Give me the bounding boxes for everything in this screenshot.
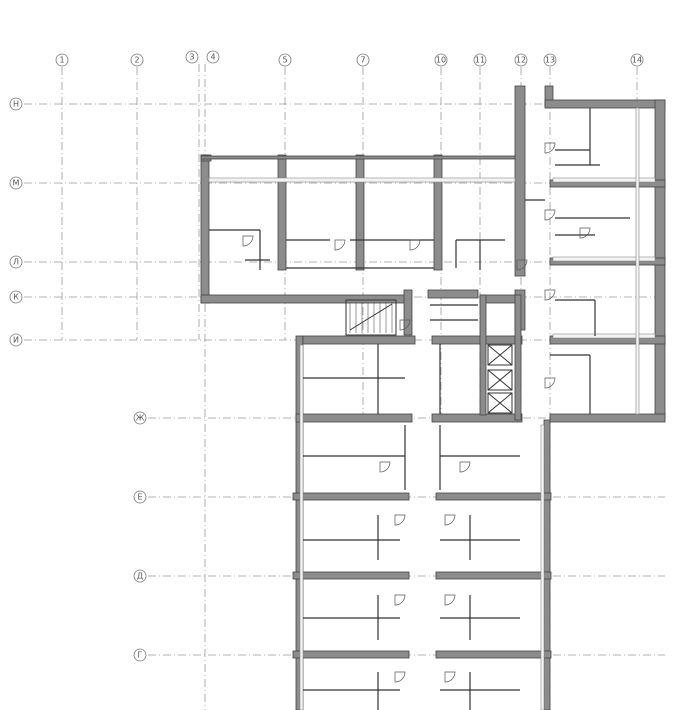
window — [299, 344, 304, 710]
grid-label: Ж — [136, 414, 145, 423]
elevator-shaft — [487, 392, 513, 414]
door-swing — [444, 671, 456, 683]
wall — [543, 419, 551, 710]
wall — [355, 154, 365, 271]
elevator-shaft — [487, 369, 513, 391]
grid-label: 5 — [282, 56, 287, 65]
partitions — [209, 108, 630, 710]
grid-bubble-14: 14 — [630, 53, 644, 67]
grid-bubble-М: М — [9, 176, 23, 190]
wall — [435, 650, 552, 659]
window — [552, 177, 656, 183]
wall — [514, 294, 522, 421]
grid-label: М — [13, 179, 20, 188]
grid-bubble-10: 10 — [434, 53, 448, 67]
grid-label: 2 — [134, 56, 139, 65]
door-swing — [394, 671, 406, 683]
wall — [431, 335, 523, 345]
door-swing — [334, 239, 346, 251]
wall — [200, 294, 412, 304]
wall — [292, 650, 410, 659]
grid-label: И — [13, 336, 19, 345]
grid-label: 11 — [475, 56, 485, 65]
wall — [431, 413, 523, 423]
door-swing — [242, 235, 254, 247]
grid-bubble-Г: Г — [133, 648, 147, 662]
grid-label: Н — [13, 100, 19, 109]
door-swing — [444, 594, 456, 606]
wall — [292, 571, 410, 580]
grid-bubble-7: 7 — [356, 53, 370, 67]
grid-bubble-К: К — [9, 290, 23, 304]
grid-label: 12 — [516, 56, 526, 65]
wall — [292, 492, 410, 501]
window — [552, 333, 656, 339]
grid-bubble-11: 11 — [473, 53, 487, 67]
door-swing — [409, 239, 421, 251]
wall — [435, 492, 552, 501]
wall — [435, 571, 552, 580]
door-swing — [394, 514, 406, 526]
window — [552, 256, 656, 262]
wall — [427, 289, 479, 299]
grid-bubble-4: 4 — [206, 50, 220, 64]
grid-label: Е — [137, 493, 142, 502]
wall — [433, 154, 443, 271]
window — [635, 107, 640, 415]
door-swing — [379, 461, 391, 473]
door-swing — [394, 594, 406, 606]
grid-bubble-Л: Л — [9, 255, 23, 269]
grid-bubble-12: 12 — [514, 53, 528, 67]
grid-bubble-Д: Д — [133, 569, 147, 583]
wall — [549, 413, 666, 423]
door-swing — [399, 319, 411, 331]
grid-label: 3 — [189, 53, 194, 62]
door-swing — [516, 259, 528, 271]
door-swing — [544, 142, 556, 154]
wall — [479, 294, 487, 416]
wall — [302, 335, 416, 345]
door-swing — [459, 461, 471, 473]
elevator-shafts — [487, 344, 513, 414]
door-swing — [544, 377, 556, 389]
grid-bubble-2: 2 — [130, 53, 144, 67]
wall — [403, 289, 413, 336]
grid-label: Д — [137, 572, 143, 581]
grid-bubble-Е: Е — [133, 490, 147, 504]
grid-label: 1 — [59, 56, 64, 65]
wall — [514, 85, 526, 277]
grid-label: 13 — [545, 56, 555, 65]
grid-bubble-1: 1 — [55, 53, 69, 67]
grid-label: 10 — [436, 56, 446, 65]
wall — [200, 155, 522, 160]
grid-bubble-5: 5 — [278, 53, 292, 67]
grid-label: 4 — [210, 53, 215, 62]
grid-bubble-И: И — [9, 333, 23, 347]
grid-label: Г — [138, 651, 143, 660]
wall — [544, 99, 666, 109]
grid-label: 7 — [360, 56, 365, 65]
grid-bubble-13: 13 — [543, 53, 557, 67]
wall — [200, 154, 210, 304]
grid-bubble-Н: Н — [9, 97, 23, 111]
staircase — [345, 299, 397, 336]
grid-bubble-3: 3 — [185, 50, 199, 64]
walls — [200, 85, 666, 710]
grid-bubble-Ж: Ж — [133, 411, 147, 425]
door-swing — [544, 209, 556, 221]
wall — [295, 413, 413, 423]
door-swing — [579, 227, 591, 239]
window — [208, 177, 516, 183]
grid-label: К — [13, 293, 19, 302]
door-swing — [544, 289, 556, 301]
door-swing — [444, 514, 456, 526]
window — [540, 424, 545, 710]
grid-label: 14 — [632, 56, 642, 65]
wall — [277, 154, 287, 271]
grid-lines — [24, 64, 665, 710]
elevator-shaft — [487, 344, 513, 366]
grid-label: Л — [13, 258, 19, 267]
